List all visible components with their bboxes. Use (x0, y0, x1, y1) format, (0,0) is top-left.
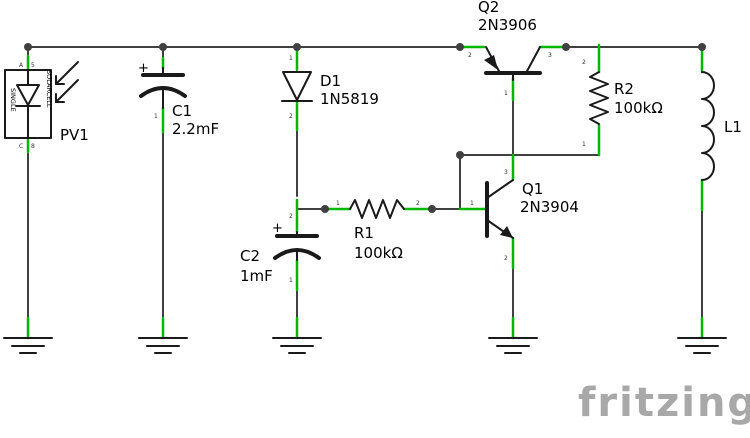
transistor-q1[interactable] (485, 179, 514, 239)
pv1-subtitle: SINGLE (9, 88, 17, 112)
ground-symbol[interactable] (488, 337, 538, 354)
connector-pins (26, 43, 704, 340)
c2-pin1: 1 (289, 277, 293, 284)
pv1-pin-c-number: 8 (31, 143, 35, 150)
ground-symbol[interactable] (138, 337, 188, 354)
junction-dot[interactable] (456, 151, 464, 159)
q2-ref-label: Q2 (478, 0, 499, 16)
junction-dot[interactable] (321, 205, 329, 213)
junction-dot[interactable] (159, 43, 167, 51)
d1-pin2: 2 (289, 113, 293, 120)
q1-ref-label: Q1 (522, 180, 543, 198)
q1-value-label: 2N3904 (520, 198, 579, 216)
c2-ref-label: C2 (240, 247, 260, 265)
r1-pin1: 1 (336, 200, 340, 207)
light-arrow-icon (55, 61, 79, 103)
ground-symbol[interactable] (272, 337, 322, 354)
r1-value-label: 100kΩ (354, 244, 403, 262)
q2-pin1: 1 (504, 90, 508, 97)
q1-pin1: 1 (470, 200, 474, 207)
junctions (24, 43, 706, 213)
r1-pin2: 2 (416, 200, 420, 207)
capacitor-c2[interactable] (273, 231, 321, 261)
ground-symbol[interactable] (677, 337, 727, 354)
c2-polarity: + (272, 221, 283, 236)
r2-value-label: 100kΩ (614, 99, 663, 117)
d1-ref-label: D1 (320, 72, 341, 90)
c2-value-label: 1mF (240, 267, 273, 285)
r2-pin1: 1 (582, 141, 586, 148)
r2-pin2: 2 (582, 59, 586, 66)
c2-pin2: 2 (289, 213, 293, 220)
c1-ref-label: C1 (172, 102, 192, 120)
pv1-pin-a-label: A (19, 62, 24, 69)
inductor-l1[interactable] (701, 71, 715, 181)
solar-cell-pv1[interactable]: SOLARCELL SINGLE A 5 C 8 (4, 61, 79, 150)
junction-dot[interactable] (698, 43, 706, 51)
capacitor-c1[interactable] (139, 67, 187, 109)
emitter-arrow-icon (484, 55, 498, 70)
junction-dot[interactable] (293, 43, 301, 51)
resistor-r2[interactable] (589, 71, 609, 125)
q2-value-label: 2N3906 (478, 16, 537, 34)
q1-pin3: 3 (504, 169, 508, 176)
d1-value-label: 1N5819 (320, 90, 379, 108)
pv1-title: SOLARCELL (45, 70, 53, 108)
junction-dot[interactable] (456, 43, 464, 51)
pv1-ref-label: PV1 (60, 126, 89, 144)
pv1-pin-c-label: C (19, 143, 23, 150)
ground-symbol[interactable] (3, 337, 53, 354)
ground-symbols (3, 337, 727, 354)
q1-pin2: 2 (504, 255, 508, 262)
r1-ref-label: R1 (354, 224, 374, 242)
c1-pin1: 1 (154, 113, 158, 120)
resistor-r1[interactable] (349, 199, 405, 219)
fritzing-logo: fritzing (578, 380, 750, 426)
c1-value-label: 2.2mF (172, 120, 219, 138)
transistor-q2[interactable] (484, 46, 542, 81)
r2-ref-label: R2 (614, 80, 634, 98)
c1-polarity: + (138, 61, 149, 76)
q2-pin2: 2 (468, 52, 472, 59)
emitter-arrow-icon (500, 226, 513, 238)
junction-dot[interactable] (428, 205, 436, 213)
d1-pin1: 1 (289, 55, 293, 62)
l1-ref-label: L1 (724, 118, 742, 136)
junction-dot[interactable] (562, 43, 570, 51)
diode-d1[interactable] (281, 71, 313, 102)
junction-dot[interactable] (24, 43, 32, 51)
pv1-pin-a-number: 5 (31, 62, 35, 69)
q2-pin3: 3 (548, 52, 552, 59)
